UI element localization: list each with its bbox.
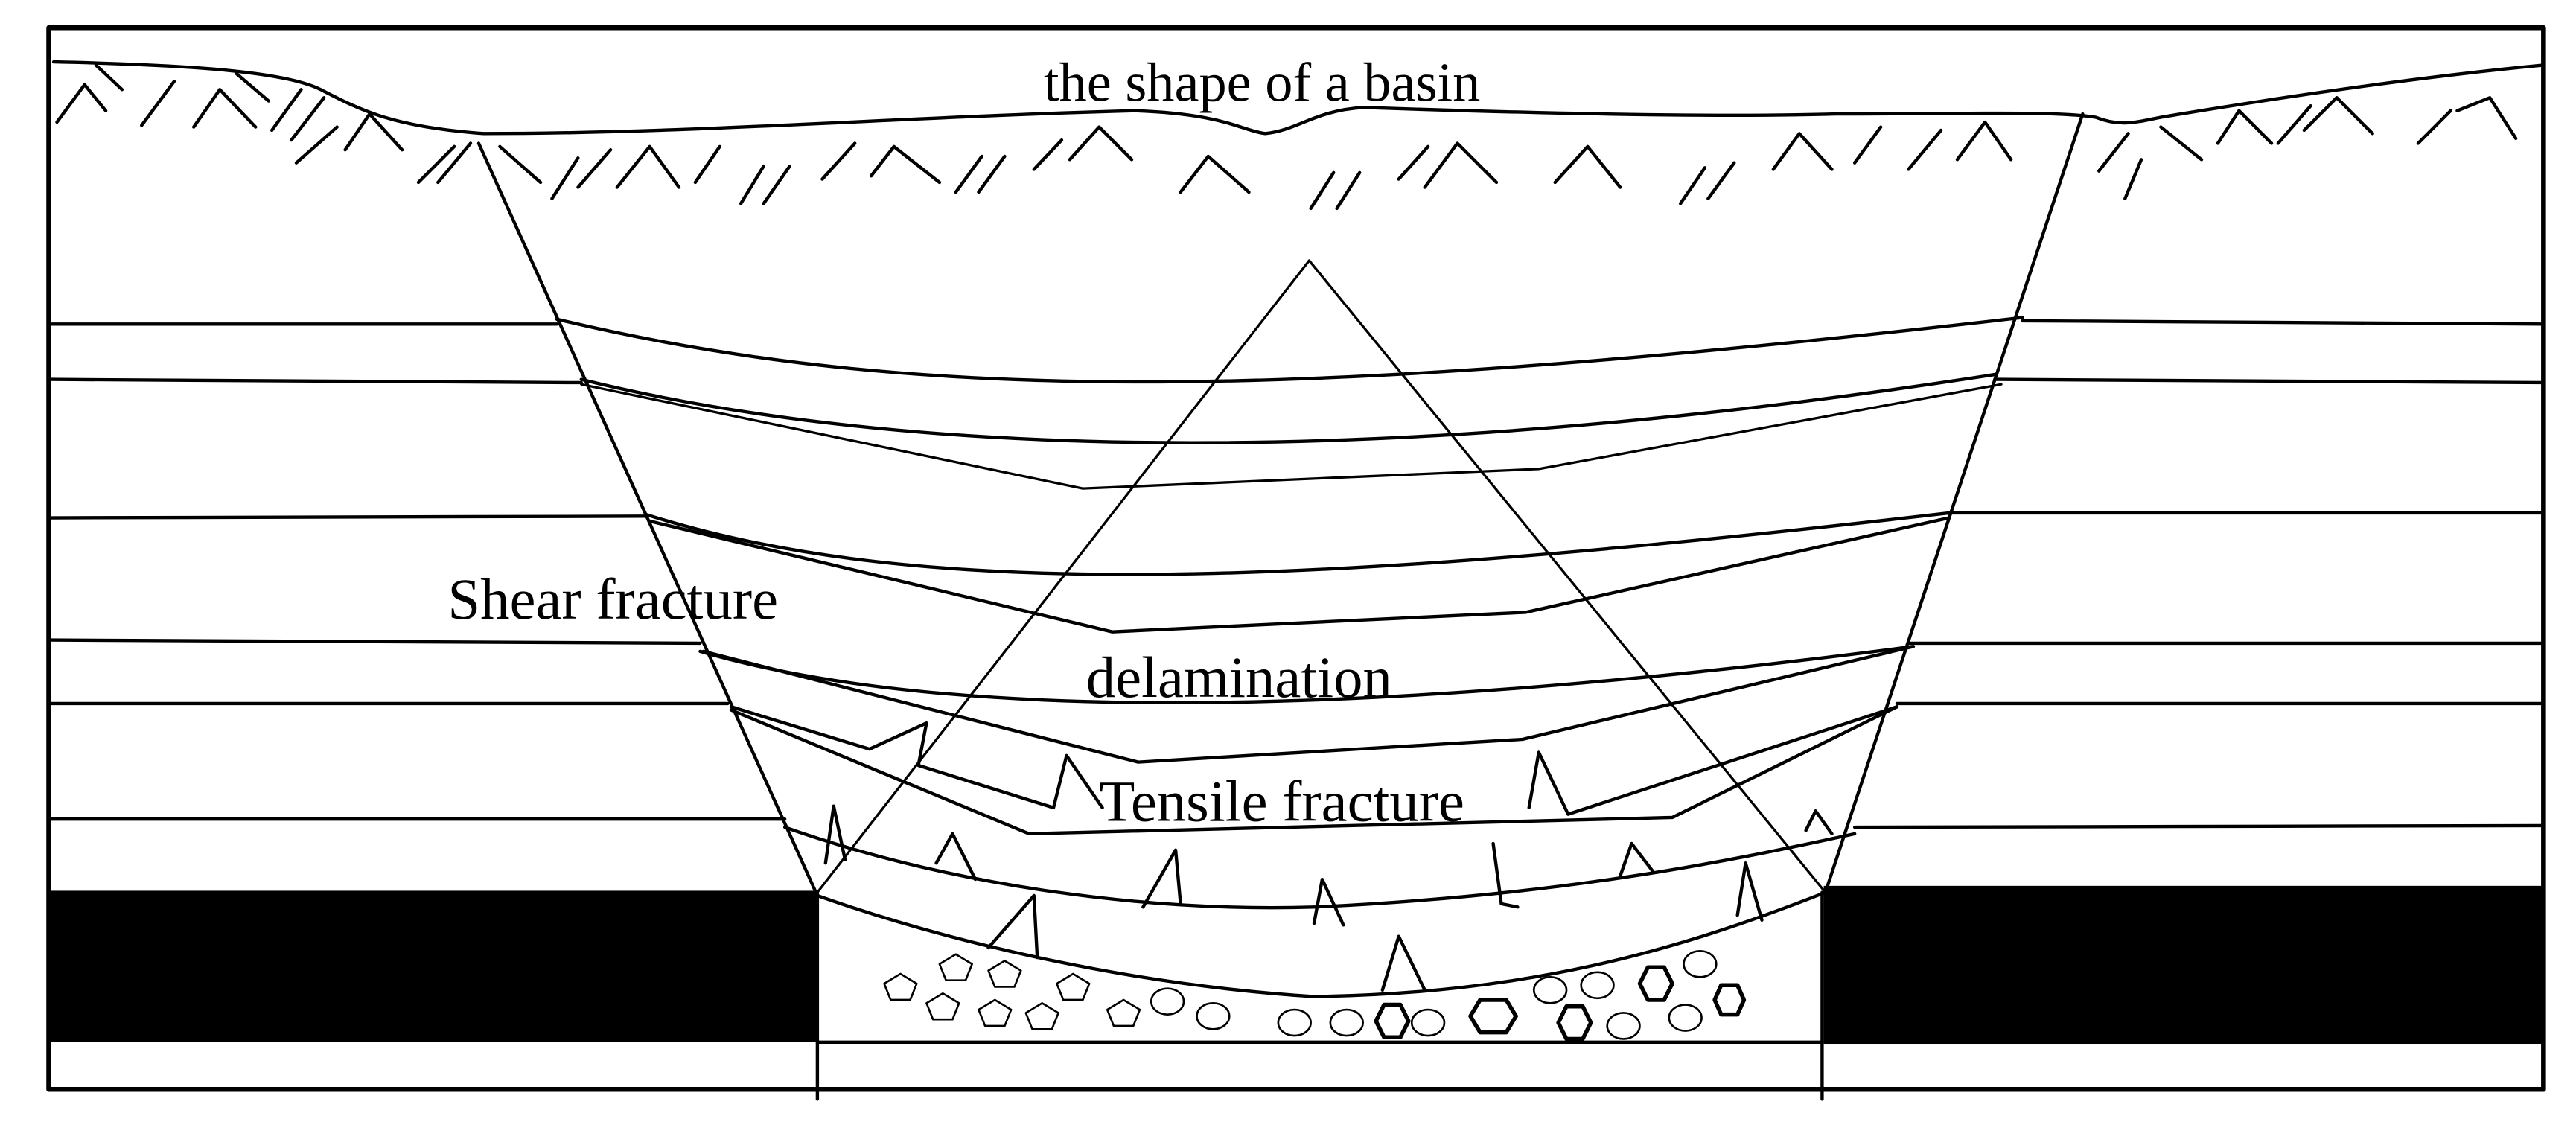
caved-rock-hexagons bbox=[1374, 965, 1747, 1042]
diagram-frame bbox=[46, 25, 2546, 1092]
caved-rock-fragments bbox=[883, 950, 1718, 1040]
subsided-strata bbox=[555, 316, 2024, 998]
shear-fracture-boundaries bbox=[476, 112, 2085, 898]
rock-strata-left bbox=[47, 322, 787, 821]
tensile-fracture-marks bbox=[823, 804, 1834, 992]
label-tensile-fracture: Tensile fracture bbox=[1099, 769, 1464, 834]
coal-seam-left bbox=[48, 890, 817, 1042]
label-shear-fracture: Shear fracture bbox=[447, 567, 778, 632]
coal-seam-right bbox=[1823, 885, 2544, 1045]
surface-vegetation-marks bbox=[55, 63, 2518, 211]
label-delamination: delamination bbox=[1086, 646, 1392, 710]
ground-surface bbox=[51, 60, 2545, 136]
label-basin-shape: the shape of a basin bbox=[1044, 53, 1480, 114]
influence-triangle bbox=[816, 259, 1827, 894]
rock-strata-right bbox=[1852, 319, 2545, 829]
goaf-boundaries bbox=[815, 890, 1824, 1101]
